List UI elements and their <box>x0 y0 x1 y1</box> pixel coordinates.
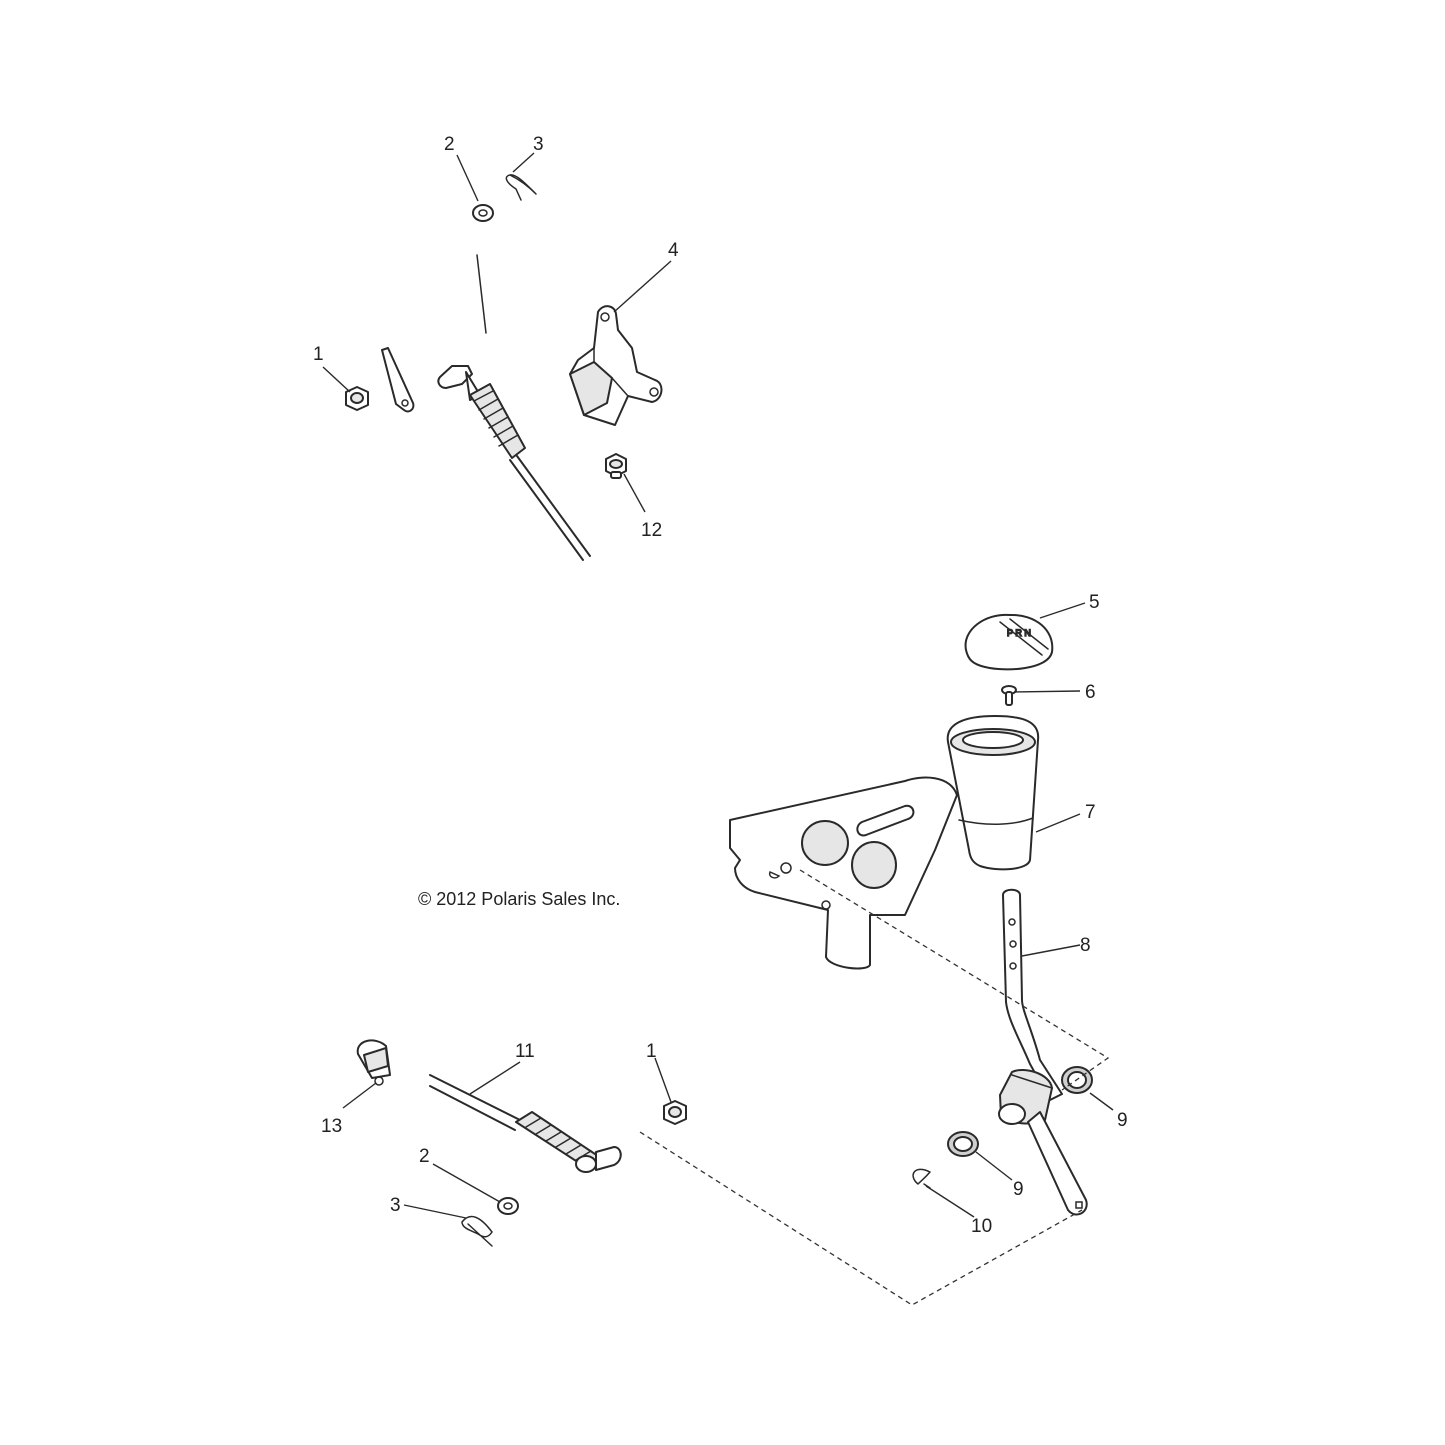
callout-1-top: 1 <box>313 344 324 365</box>
callout-2-bottom: 2 <box>419 1146 430 1167</box>
hex-nut-part-1-bottom <box>663 1100 687 1125</box>
callout-8: 8 <box>1080 935 1091 956</box>
callout-labels: 1 2 3 4 12 5 6 7 8 11 1 13 2 3 9 9 10 <box>313 134 1128 1237</box>
shift-knob-body-part-7 <box>946 715 1040 871</box>
callout-5: 5 <box>1089 592 1100 613</box>
shift-cable-part-11 <box>429 1074 622 1173</box>
callout-3-bottom: 3 <box>390 1195 401 1216</box>
callout-9-right: 9 <box>1117 1110 1128 1131</box>
callout-1-bottom: 1 <box>646 1041 657 1062</box>
callout-6: 6 <box>1085 682 1096 703</box>
callout-2-top: 2 <box>444 134 455 155</box>
callout-3-top: 3 <box>533 134 544 155</box>
shift-cable-top <box>437 365 591 561</box>
washer-part-2-top <box>472 204 494 222</box>
leader-lines <box>322 152 1114 1219</box>
callout-7: 7 <box>1085 802 1096 823</box>
alignment-lines <box>639 869 1110 1306</box>
svg-text:P R N: P R N <box>1007 628 1031 638</box>
shift-knob-cap-part-5: P R N <box>964 613 1054 671</box>
shift-lever-part-8 <box>998 888 1088 1216</box>
cable-clamp-part-13 <box>356 1039 391 1086</box>
washer-part-2-bottom <box>497 1197 519 1215</box>
callout-13: 13 <box>321 1116 342 1137</box>
bolt-part-12 <box>605 453 627 479</box>
screw-part-6 <box>1001 685 1017 706</box>
bushing-part-9-left <box>947 1131 979 1157</box>
hairpin-clip-part-3-top <box>505 174 537 201</box>
callout-11: 11 <box>515 1041 535 1062</box>
shift-lever-arm-top <box>381 347 415 413</box>
callout-9-left: 9 <box>1013 1179 1024 1200</box>
e-clip-part-10 <box>912 1168 931 1189</box>
copyright-notice: © 2012 Polaris Sales Inc. <box>418 889 620 909</box>
hairpin-clip-part-3-bottom <box>461 1215 493 1247</box>
mounting-plate <box>729 776 958 970</box>
hex-nut-part-1-top <box>345 386 369 411</box>
cable-bracket-part-4 <box>569 305 663 426</box>
callout-12: 12 <box>641 520 662 541</box>
bushing-part-9-right <box>1061 1066 1093 1094</box>
callout-10: 10 <box>971 1216 992 1237</box>
callout-4: 4 <box>668 240 679 261</box>
